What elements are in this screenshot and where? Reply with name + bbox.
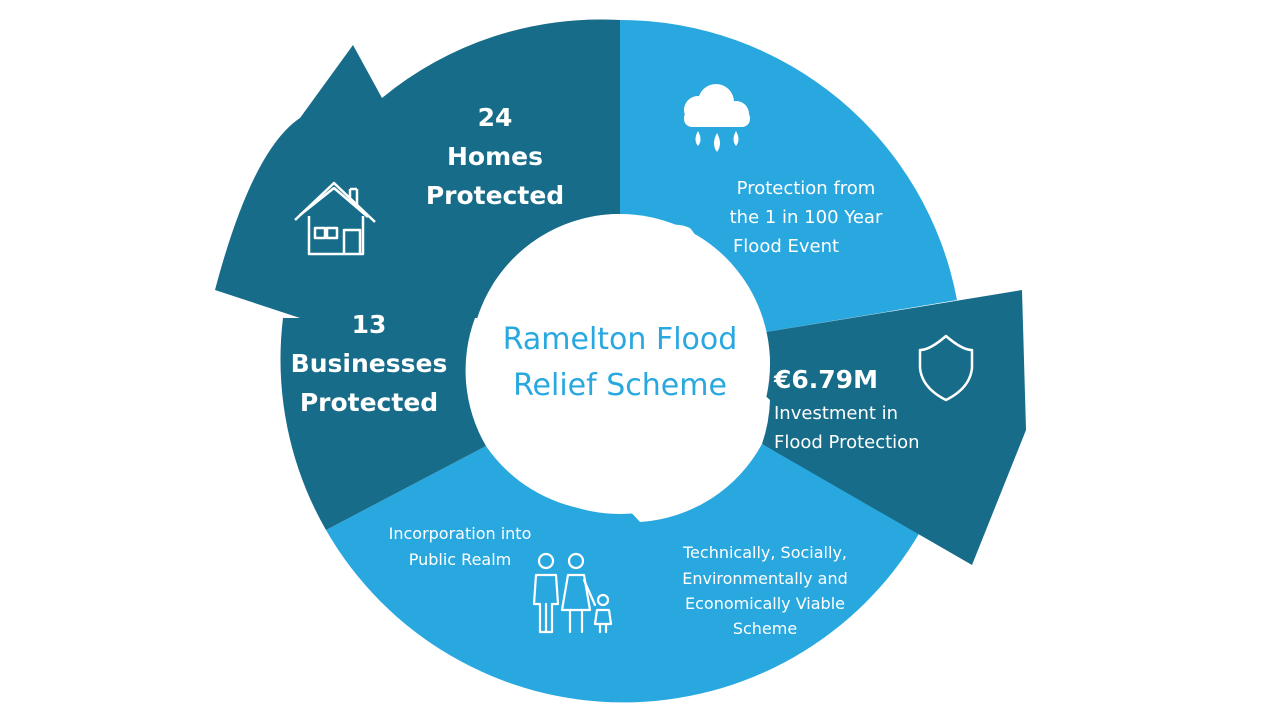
investment-line-2: Flood Protection [774, 432, 920, 453]
investment-number: €6.79M [774, 365, 878, 394]
ring-segment-businesses [280, 318, 486, 530]
homes-label-line-2: Protected [425, 181, 565, 210]
center-title-line-1: Ramelton Flood [502, 322, 738, 357]
businesses-label-line-1: Businesses [290, 349, 448, 378]
homes-label-line-1: Homes [447, 142, 543, 171]
viable-line-2: Environmentally and [682, 569, 848, 588]
center-circle [470, 214, 770, 514]
public-realm-line-1: Incorporation into [388, 524, 532, 543]
family-icon [532, 552, 613, 634]
flood-event-line-3: Flood Event [732, 236, 840, 257]
viable-line-3: Economically Viable [685, 594, 845, 613]
investment-line-1: Investment in [774, 403, 899, 424]
rain-cloud-icon [684, 84, 750, 152]
public-realm-line-2: Public Realm [408, 550, 512, 569]
ring-segment-public-realm [326, 444, 920, 703]
flood-event-line-2: the 1 in 100 Year [729, 207, 883, 228]
flood-event-line-1: Protection from [736, 178, 876, 199]
homes-number: 24 [477, 103, 513, 132]
viable-line-1: Technically, Socially, [683, 543, 847, 562]
viable-line-4: Scheme [732, 619, 798, 638]
businesses-label-line-2: Protected [299, 388, 439, 417]
house-icon [294, 181, 376, 256]
businesses-number: 13 [351, 310, 387, 339]
ring-segment-homes [215, 19, 620, 319]
ring-segment-investment [750, 290, 1026, 565]
shield-icon [918, 334, 974, 402]
center-title-line-2: Relief Scheme [513, 368, 727, 403]
